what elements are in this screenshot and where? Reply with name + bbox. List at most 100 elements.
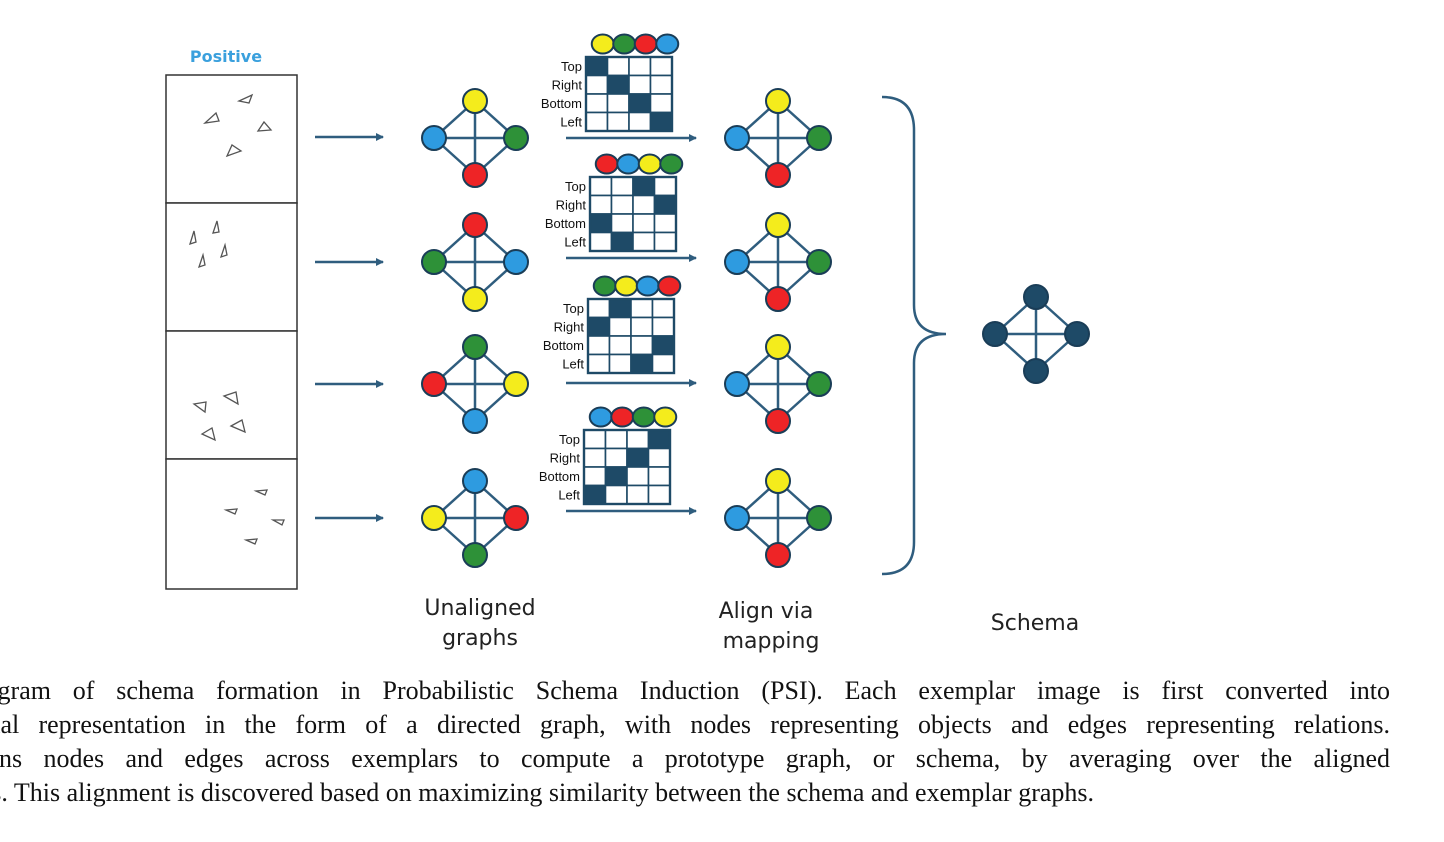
matrix-cell-filled	[606, 74, 630, 95]
align-label-line1: Align via	[719, 599, 814, 624]
matrix-cell	[604, 484, 628, 505]
matrix-cell	[630, 298, 654, 319]
mapping-matrices: TopRightBottomLeftTopRightBottomLeftTopR…	[539, 33, 684, 506]
shape-quadrilateral	[200, 426, 216, 442]
graph-node-bottom-red	[765, 542, 791, 568]
graph-node-left-blue	[724, 371, 750, 397]
matrix-header-node-red	[594, 153, 619, 175]
unaligned-graph	[421, 468, 529, 568]
matrix-cell	[649, 74, 673, 95]
caption-line: tional representation in the form of a d…	[0, 710, 1390, 739]
matrix-row-label: Right	[552, 78, 583, 93]
matrix-header-node-yellow	[637, 153, 662, 175]
graph-node-bottom-red	[765, 162, 791, 188]
matrix-row-label: Top	[563, 301, 584, 316]
matrix-header-node-green	[612, 33, 637, 55]
shape-quadrilateral	[229, 419, 246, 434]
matrix-cell	[626, 466, 650, 487]
graph-node-right-green	[806, 249, 832, 275]
matrix-row-label: Right	[556, 198, 587, 213]
exemplar-panel	[165, 330, 298, 460]
matrix-border	[586, 297, 676, 375]
matrix-cell	[649, 56, 673, 77]
matrix-cell	[606, 56, 630, 77]
matrix-row-label: Left	[560, 115, 582, 130]
matrix-row-label: Top	[559, 432, 580, 447]
matrix-cell-filled	[608, 298, 632, 319]
graph-node-top-green	[462, 334, 488, 360]
matrix-header-node-green	[631, 406, 656, 428]
matrix-cell	[630, 316, 654, 337]
align-label-line2: mapping	[723, 629, 820, 654]
figure-caption: Diagram of schema formation in Probabili…	[0, 672, 1444, 822]
matrix-border	[588, 175, 678, 253]
matrix-cell	[632, 231, 656, 252]
matrix-cell	[628, 74, 652, 95]
graph-node-top-yellow	[462, 88, 488, 114]
shape-quadrilateral	[225, 144, 243, 158]
graph-node-bottom-yellow	[462, 286, 488, 312]
graph-node-top-blue	[462, 468, 488, 494]
matrix-cell	[606, 93, 630, 114]
matrix-cell	[608, 316, 632, 337]
shape-quadrilateral	[256, 120, 273, 132]
matrix-cell	[647, 447, 671, 468]
matrix-cell	[606, 111, 630, 132]
matrix-header-node-yellow	[590, 33, 615, 55]
matrix-cell	[585, 111, 609, 132]
matrix-cell-filled	[587, 316, 611, 337]
matrix-row-label: Bottom	[545, 216, 586, 231]
graph-node-left-yellow	[421, 505, 447, 531]
matrix-border	[584, 55, 674, 133]
exemplar-panel	[165, 202, 298, 332]
matrix-border	[582, 428, 672, 506]
matrix-cell	[585, 93, 609, 114]
matrix-cell	[653, 213, 677, 234]
matrix-cell	[608, 335, 632, 356]
matrix-cell	[628, 111, 652, 132]
matrix-row-label: Bottom	[539, 469, 580, 484]
matrix-cell	[583, 429, 607, 450]
aligned-graph	[724, 334, 832, 434]
matrix-row-label: Bottom	[543, 338, 584, 353]
matrix-header-node-green	[659, 153, 684, 175]
graph-node-bottom-red	[765, 408, 791, 434]
matrix-cell	[649, 93, 673, 114]
caption-line: Diagram of schema formation in Probabili…	[0, 676, 1390, 705]
matrix-cell	[604, 447, 628, 468]
graph-node-right	[1064, 321, 1090, 347]
shape-quadrilateral	[253, 489, 268, 496]
graph-node-top	[1023, 284, 1049, 310]
matrix-cell	[610, 194, 634, 215]
aligned-graph	[724, 212, 832, 312]
graph-node-left-blue	[421, 125, 447, 151]
shape-quadrilateral	[222, 391, 239, 406]
matrix-cell	[583, 466, 607, 487]
shape-quadrilateral	[212, 220, 220, 234]
graph-node-top-yellow	[765, 212, 791, 238]
graph-node-bottom-blue	[462, 408, 488, 434]
aligned-graph	[724, 468, 832, 568]
grouping-brace	[881, 95, 947, 576]
matrix-cell-filled	[589, 213, 613, 234]
graph-node-right-green	[806, 125, 832, 151]
matrix-cell	[587, 353, 611, 374]
matrix-cell	[626, 484, 650, 505]
matrix-cell	[589, 231, 613, 252]
schema-label: Schema	[991, 611, 1079, 636]
matrix-cell-filled	[610, 231, 634, 252]
matrix-cell	[589, 194, 613, 215]
matrix-header-node-red	[633, 33, 658, 55]
matrix-row-label: Left	[564, 235, 586, 250]
shape-quadrilateral	[270, 519, 285, 526]
graph-node-right-green	[806, 505, 832, 531]
graph-node-right-green	[806, 371, 832, 397]
unaligned-graph	[421, 212, 529, 312]
matrix-row-label: Left	[562, 357, 584, 372]
matrix-row-label: Top	[561, 59, 582, 74]
matrix-cell-filled	[653, 194, 677, 215]
matrix-cell-filled	[649, 111, 673, 132]
matrix-cell	[647, 484, 671, 505]
